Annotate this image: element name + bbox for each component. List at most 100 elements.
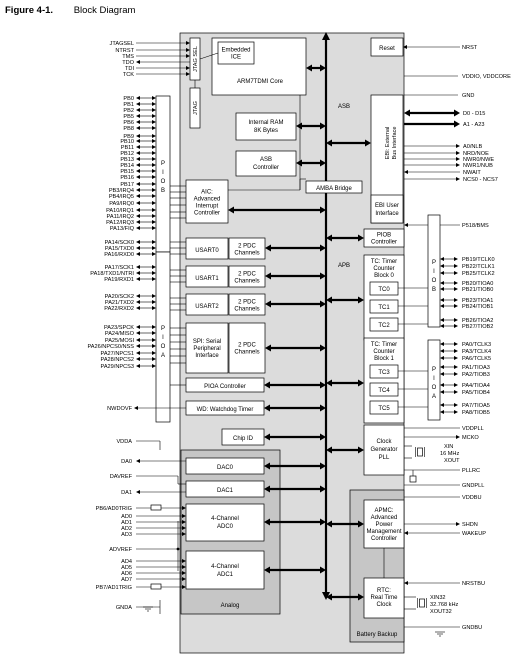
- pioa-block: [155, 251, 171, 423]
- adc1-pin-label: AD6: [121, 571, 132, 577]
- aic-label: Controller: [194, 211, 220, 217]
- usart2-pin-arrow-head-r: [152, 306, 156, 310]
- tc1-pin-arrow-head-l: [440, 410, 444, 414]
- adc0-pin-label: AD3: [121, 532, 132, 538]
- piob-pin-arrow-head-l: [136, 134, 140, 138]
- adc1-bus-arrow-head-r: [320, 566, 326, 574]
- piob-pin-arrow-head-r: [152, 96, 156, 100]
- pllrc-pin-label: PLLRC: [462, 468, 480, 474]
- tc1-pin-arrow-head-l: [440, 342, 444, 346]
- tc1-pin-arrow-head-l: [440, 390, 444, 394]
- usart2-pdc-block: [228, 293, 266, 316]
- piob-pin-label: PA10/IRQ1: [106, 208, 134, 214]
- tc0-pin-arrow-head-r: [454, 271, 458, 275]
- usart0-pin-arrow-head-r: [152, 240, 156, 244]
- piob-pin-arrow-head-l: [136, 214, 140, 218]
- xtal-freq-label: 16 MHz: [440, 451, 459, 457]
- piob-pin-arrow-head-r: [152, 134, 156, 138]
- adc0-pin-label: PB6/AD0TRIG: [96, 506, 132, 512]
- piob-label: B: [161, 188, 165, 194]
- tcb0-label: Counter: [373, 266, 394, 272]
- embedded-ice-label: Embedded: [221, 48, 250, 54]
- tc0-pin-label: PB20/TIOA0: [462, 281, 493, 287]
- tc1-pin-label: PA3/TCLK4: [462, 349, 491, 355]
- tcb1-tc0-label: TC3: [378, 370, 390, 376]
- internal-ram-label: 8K Bytes: [254, 128, 278, 134]
- usart1-pin-label: PA17/SCK1: [105, 265, 134, 271]
- pioa-label: P: [161, 326, 165, 332]
- usart0-label: USART0: [195, 248, 219, 254]
- main-crystal: [417, 447, 423, 457]
- pllrc-resistor: [409, 475, 417, 483]
- jtag-pin-arrow-head: [186, 66, 190, 70]
- piob-pin-arrow-head-l: [136, 201, 140, 205]
- tc1-pin-label: PA2/TIOB3: [462, 372, 490, 378]
- asb-controller-label: Controller: [253, 165, 279, 171]
- tc0-pin-arrow-head-r: [454, 318, 458, 322]
- adc0-pin-label: AD1: [121, 520, 132, 526]
- usart0-pin-label: PA16/RXD0: [104, 252, 134, 258]
- tc1-pin-arrow-head-l: [440, 403, 444, 407]
- piob-pin-arrow-head-r: [152, 214, 156, 218]
- piob-pin-arrow-head-l: [136, 188, 140, 192]
- ebi-user-label: Interface: [375, 211, 399, 217]
- usart1-pdc-block: [228, 265, 266, 288]
- xin-pin-label: XIN: [444, 444, 453, 450]
- piob-pin-arrow-head-r: [152, 182, 156, 186]
- spi-pin-arrow-head-l: [136, 357, 140, 361]
- piob-pin-arrow-head-l: [136, 208, 140, 212]
- ram-bus-arrow-head-r: [320, 122, 326, 130]
- tc1-pio-block: [427, 339, 441, 421]
- arm-core-label: ARM7TDMI Core: [237, 79, 284, 85]
- piob-pin-arrow-head-r: [152, 126, 156, 130]
- tcb1-label: Counter: [373, 349, 394, 355]
- tc0-pin-label: PB22/TCLK1: [462, 264, 495, 270]
- piob-controller-label: PIOB: [377, 233, 391, 239]
- jtag-label: JTAG: [193, 101, 199, 115]
- da-pin-label: DA1: [121, 490, 132, 496]
- gnda-pin-label: GNDA: [116, 605, 132, 611]
- tcb0-label: Block 0: [374, 273, 394, 279]
- spi-pin-arrow-head-r: [152, 364, 156, 368]
- ebi-addr-arrow-head: [454, 120, 460, 128]
- usart2-pin-arrow-head-l: [136, 300, 140, 304]
- piob-ctrl-bus-arrow-head-l: [326, 234, 332, 242]
- piob-pin-label: PB3/IRQ4: [109, 188, 134, 194]
- adc1-block: [185, 550, 265, 590]
- ebi-ctrl-arrow-head: [456, 177, 460, 181]
- adc1-pin-label: AD7: [121, 577, 132, 583]
- tc0-pin-label: PB21/TIOB0: [462, 287, 493, 293]
- jtag-ice-link: [199, 52, 219, 60]
- piob-pin-arrow-head-r: [152, 139, 156, 143]
- tc0-pio-label: P: [432, 260, 436, 266]
- piob-pin-arrow-head-r: [152, 188, 156, 192]
- addr-pin-label: A1 - A23: [463, 122, 484, 128]
- piob-pin-label: PB11: [121, 145, 134, 151]
- piob-pin-arrow-head-r: [152, 220, 156, 224]
- asbctrl-bus-arrow-head-r: [320, 159, 326, 167]
- usart2-pin-arrow-head-l: [136, 294, 140, 298]
- tcb0-tc2-label: TC2: [378, 323, 390, 329]
- usart2-pdc-label: 2 PDC: [238, 300, 256, 306]
- watchdog-bus-arrow-head-r: [320, 404, 326, 412]
- jtag-pin-label: TDO: [122, 60, 134, 66]
- tc1-pin-arrow-head-r: [454, 349, 458, 353]
- usart1-pin-label: PA19/RXD1: [104, 277, 134, 283]
- clock-bus-arrow-head-l: [326, 446, 332, 454]
- piob-pin-arrow-head-l: [136, 102, 140, 106]
- adc0-pin-arrow-head: [182, 520, 186, 524]
- data-pin-label: D0 - D15: [463, 111, 485, 117]
- ebi-ctrl-arrow-head: [456, 144, 460, 148]
- piob-pin-label: PB6: [123, 120, 134, 126]
- spi-pin-arrow-head-l: [136, 325, 140, 329]
- tc0-pin-label: PB27/TIOB2: [462, 324, 493, 330]
- nrstbu-arrow-head: [404, 581, 408, 585]
- usart1-pin-arrow-head-l: [136, 271, 140, 275]
- pioa-ctrl-bus-arrow-head-r: [320, 381, 326, 389]
- piob-pin-arrow-head-r: [152, 120, 156, 124]
- shdn-pin-label: SHDN: [462, 522, 478, 528]
- spi-bus-arrow-head-l: [265, 344, 271, 352]
- usart1-block: [185, 265, 229, 288]
- tcb0-tc1-block: [369, 299, 399, 314]
- spi-label: SPI: Serial: [193, 339, 221, 345]
